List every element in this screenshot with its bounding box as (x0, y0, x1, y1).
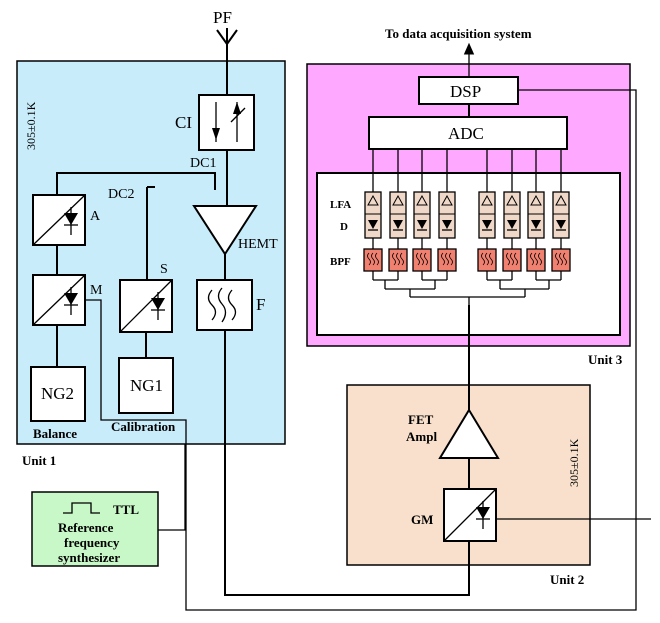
filter-icon (506, 252, 518, 266)
to-daq-label: To data acquisition system (385, 26, 532, 41)
f-label: F (256, 295, 265, 314)
noise-generator-2 (30, 366, 86, 422)
fet-label-line1: FET (408, 412, 434, 427)
diode-icon (32, 194, 86, 246)
diode-icon (507, 220, 517, 229)
lfa-detector-block (389, 191, 407, 239)
synth-label-line1: Reference (58, 520, 114, 535)
lfa-detector-block (527, 191, 545, 239)
balance-label: Balance (33, 426, 77, 441)
amplifier-icon (530, 194, 542, 206)
m-label: M (90, 283, 103, 298)
lfa-detector-block (503, 191, 521, 239)
filter-icon (207, 287, 237, 323)
channel-1 (363, 149, 383, 280)
amplifier-icon (416, 194, 428, 206)
bandpass-filter-block (363, 248, 383, 272)
unit1-temperature: 305±0.1K (24, 101, 38, 150)
diode-icon (556, 220, 566, 229)
channel-2 (388, 149, 408, 280)
ng1-label: NG1 (130, 376, 163, 395)
ng2-label: NG2 (41, 384, 74, 403)
channel-3 (412, 149, 432, 280)
channel-5 (477, 149, 497, 280)
amplifier-icon (441, 194, 453, 206)
amplifier-icon (555, 194, 567, 206)
hemt-label: HEMT (238, 237, 278, 252)
unit2-label: Unit 2 (550, 572, 584, 587)
unit2-temperature: 305±0.1K (567, 438, 581, 487)
amplifier-icon (506, 194, 518, 206)
filter-icon (367, 252, 379, 266)
circulator-icon (212, 102, 246, 142)
ci-label: CI (175, 113, 192, 132)
filter-icon (441, 252, 453, 266)
bandpass-filter-block (502, 248, 522, 272)
noise-generator-1 (118, 357, 174, 414)
lfa-detector-block (364, 191, 382, 239)
diode-icon (531, 220, 541, 229)
channel-8 (551, 149, 571, 280)
synthesizer-box (31, 491, 159, 567)
diode-icon (32, 274, 86, 326)
diode-icon (119, 279, 173, 333)
bandpass-filter-block (526, 248, 546, 272)
filter-icon (416, 252, 428, 266)
amplifier-icon (367, 194, 379, 206)
channel-array (363, 149, 571, 305)
lfa-detector-block (438, 191, 456, 239)
synth-label-line3: synthesizer (58, 550, 120, 565)
diode-icon (443, 488, 497, 542)
pf-label: PF (213, 8, 232, 27)
unit3-label: Unit 3 (588, 352, 623, 367)
lfa-detector-block (478, 191, 496, 239)
adc-block (368, 116, 568, 150)
filter-icon (530, 252, 542, 266)
lfa-detector-block (413, 191, 431, 239)
bandpass-filter-block (388, 248, 408, 272)
calibration-label: Calibration (111, 419, 176, 434)
diode-icon (368, 220, 378, 229)
ttl-label: TTL (113, 502, 139, 517)
filter-block (196, 279, 253, 331)
a-label: A (90, 209, 101, 224)
amplifier-icon (481, 194, 493, 206)
channel-7 (526, 149, 546, 280)
bandpass-filter-block (437, 248, 457, 272)
amplifier-icon (392, 194, 404, 206)
diode-icon (393, 220, 403, 229)
bandpass-filter-block (412, 248, 432, 272)
bandpass-filter-block (477, 248, 497, 272)
bpf-label: BPF (330, 256, 351, 268)
ttl-pulse-icon (63, 502, 100, 514)
dsp-block (418, 76, 519, 105)
adc-label: ADC (448, 124, 484, 143)
gm-label: GM (411, 512, 433, 527)
filter-icon (555, 252, 567, 266)
dsp-label: DSP (450, 82, 481, 101)
lfa-detector-block (552, 191, 570, 239)
channel-4 (437, 149, 457, 280)
circulator-block (198, 94, 255, 151)
lfa-label: LFA (330, 199, 351, 211)
s-label: S (160, 262, 168, 277)
combiner-tree (373, 279, 561, 305)
diode-icon (482, 220, 492, 229)
filter-icon (392, 252, 404, 266)
channel-6 (502, 149, 522, 280)
synth-label-line2: frequency (64, 535, 120, 550)
dc2-label: DC2 (108, 187, 134, 202)
antenna-icon (216, 28, 238, 95)
filter-icon (481, 252, 493, 266)
bandpass-filter-block (551, 248, 571, 272)
hemt-amplifier (192, 205, 258, 256)
diode-icon (417, 220, 427, 229)
dc1-label: DC1 (190, 156, 216, 171)
unit1-label: Unit 1 (22, 453, 56, 468)
d-label: D (340, 221, 348, 233)
diode-icon (442, 220, 452, 229)
fet-label-line2: Ampl (406, 429, 437, 444)
